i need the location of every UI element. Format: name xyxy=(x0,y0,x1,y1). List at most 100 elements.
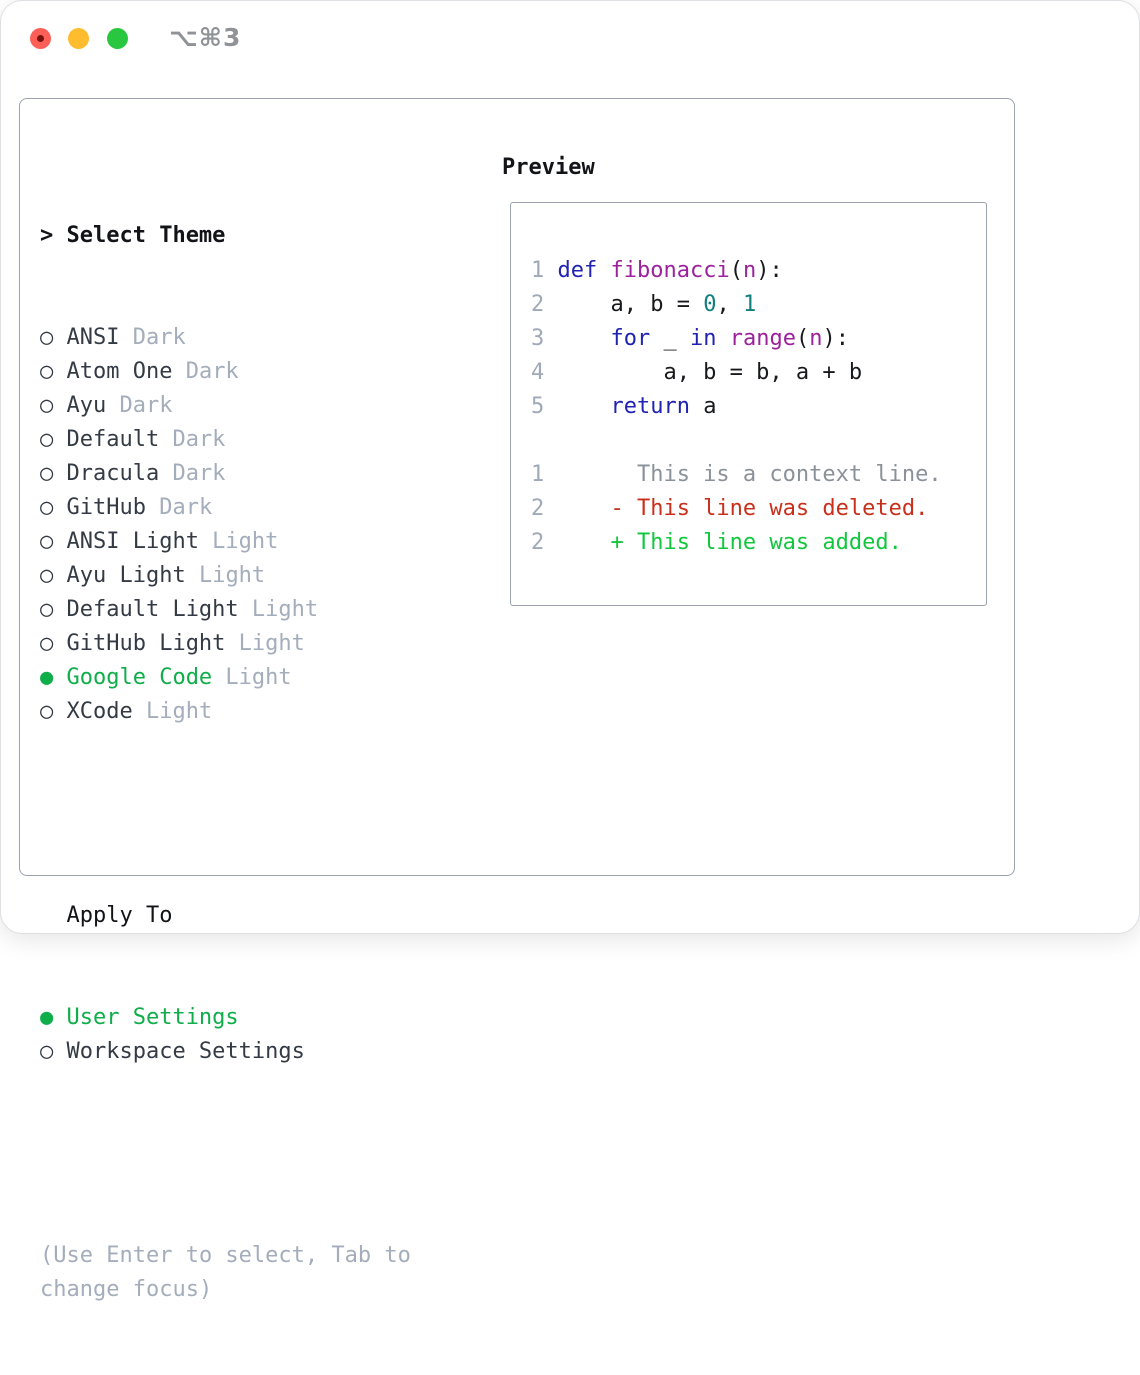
apply-option-user-settings[interactable]: ● User Settings xyxy=(40,1001,437,1035)
theme-name: Ayu Light xyxy=(66,563,186,588)
diff-line-deleted: 2 - This line was deleted. xyxy=(531,492,942,526)
line-number: 3 xyxy=(531,326,545,351)
app-window: ⌥⌘3 >Select Theme ○ANSI Dark○Atom One Da… xyxy=(0,0,1140,1302)
code-token: return xyxy=(610,394,690,419)
theme-name: Dracula xyxy=(66,461,160,486)
theme-name: GitHub Light xyxy=(66,631,226,656)
radio-icon: ○ xyxy=(40,563,54,588)
line-number: 4 xyxy=(531,360,545,385)
code-token: ( xyxy=(795,326,810,351)
theme-variant: Light xyxy=(212,665,292,690)
diff-line-added: 2 + This line was added. xyxy=(531,526,942,560)
theme-list: ○ANSI Dark○Atom One Dark○Ayu Dark○Defaul… xyxy=(40,321,437,729)
window-title: ⌥⌘3 xyxy=(169,23,242,52)
theme-option-ansi-light[interactable]: ○ ANSI Light Light xyxy=(40,525,437,559)
theme-option-github-light[interactable]: ○GitHub Light Light xyxy=(40,627,437,661)
radio-icon: ○ xyxy=(40,597,54,622)
radio-icon: ○ xyxy=(40,1039,54,1064)
theme-name: Default xyxy=(66,427,160,452)
blank-line xyxy=(531,424,942,458)
radio-icon: ○ xyxy=(40,461,54,486)
code-token: a xyxy=(689,394,717,419)
theme-name: Atom One xyxy=(66,359,173,384)
code-token xyxy=(716,326,729,351)
theme-option-xcode[interactable]: ○XCode Light xyxy=(40,695,437,729)
title-bar: ⌥⌘3 xyxy=(1,1,1139,76)
line-number: 2 xyxy=(531,496,545,521)
code-token: a, b = xyxy=(557,292,704,317)
theme-variant: Dark xyxy=(145,495,213,520)
code-token: n xyxy=(809,326,823,351)
apply-option-workspace-settings[interactable]: ○ Workspace Settings xyxy=(40,1035,437,1069)
theme-option-atom-one[interactable]: ○ Atom One Dark xyxy=(40,355,437,389)
theme-variant: Dark xyxy=(106,393,173,418)
theme-option-google-code[interactable]: ● Google Code Light xyxy=(40,661,437,695)
apply-to-list: ● User Settings ○ Workspace Settings xyxy=(40,1001,437,1069)
cursor-icon: > xyxy=(40,223,54,248)
code-token: 0 xyxy=(703,292,717,317)
hint-text: (Use Enter to select, Tab to change focu… xyxy=(40,1243,411,1302)
theme-option-ansi[interactable]: ○ANSI Dark xyxy=(40,321,437,355)
spacer xyxy=(40,797,437,831)
line-number: 5 xyxy=(531,394,545,419)
code-line: 2 a, b = 0, 1 xyxy=(531,288,942,322)
code-token xyxy=(557,394,610,419)
radio-icon: ○ xyxy=(40,359,54,384)
spacer xyxy=(40,1137,437,1171)
theme-name: Google Code xyxy=(66,665,213,690)
line-number: 1 xyxy=(531,462,545,487)
radio-icon: ○ xyxy=(40,699,54,724)
theme-option-ayu[interactable]: ○ Ayu Dark xyxy=(40,389,437,423)
close-button[interactable] xyxy=(30,28,51,49)
code-token: , xyxy=(716,292,743,317)
theme-variant: Dark xyxy=(119,325,186,350)
line-number: 1 xyxy=(531,258,545,283)
code-token: def xyxy=(557,258,598,283)
code-line: 5 return a xyxy=(531,390,942,424)
code-line: 4 a, b = b, a + b xyxy=(531,356,942,390)
apply-target-name: Workspace Settings xyxy=(66,1039,305,1064)
apply-target-name: User Settings xyxy=(66,1005,239,1030)
radio-icon: ○ xyxy=(40,495,54,520)
diff-line-context: 1 This is a context line. xyxy=(531,458,942,492)
radio-icon: ○ xyxy=(40,393,54,418)
select-theme-header: >Select Theme xyxy=(40,219,437,253)
theme-variant: Light xyxy=(185,563,266,588)
code-token: range xyxy=(729,326,796,351)
radio-icon: ○ xyxy=(40,529,54,554)
theme-name: Default Light xyxy=(66,597,239,622)
radio-icon: ● xyxy=(40,665,54,690)
code-token: n xyxy=(742,258,757,283)
theme-picker-panel: >Select Theme ○ANSI Dark○Atom One Dark○A… xyxy=(19,98,1015,1302)
close-focus-dot-icon xyxy=(37,35,44,42)
theme-variant: Light xyxy=(132,699,213,724)
theme-variant: Dark xyxy=(172,359,239,384)
theme-option-dracula[interactable]: ○Dracula Dark xyxy=(40,457,437,491)
theme-name: Ayu xyxy=(66,393,107,418)
code-token: - This line was deleted. xyxy=(557,496,929,521)
code-token: + This line was added. xyxy=(557,530,902,555)
apply-to-title: Apply To xyxy=(66,903,173,928)
theme-variant: Light xyxy=(225,631,305,656)
code-token xyxy=(557,326,610,351)
theme-variant: Light xyxy=(198,529,279,554)
theme-option-github[interactable]: ○ GitHub Dark xyxy=(40,491,437,525)
code-token: This is a context line. xyxy=(557,462,942,487)
theme-name: GitHub xyxy=(66,495,146,520)
zoom-button[interactable] xyxy=(107,28,128,49)
code-token: a, b = b, a + b xyxy=(557,360,863,385)
theme-name: ANSI Light xyxy=(66,529,199,554)
code-token: for xyxy=(610,326,651,351)
theme-option-default[interactable]: ○Default Dark xyxy=(40,423,437,457)
radio-icon: ● xyxy=(40,1005,54,1030)
minimize-button[interactable] xyxy=(68,28,89,49)
theme-name: ANSI xyxy=(66,325,120,350)
theme-variant: Dark xyxy=(159,427,226,452)
theme-option-ayu-light[interactable]: ○ Ayu Light Light xyxy=(40,559,437,593)
code-token xyxy=(597,258,610,283)
theme-option-default-light[interactable]: ○Default Light Light xyxy=(40,593,437,627)
code-token: ): xyxy=(822,326,849,351)
